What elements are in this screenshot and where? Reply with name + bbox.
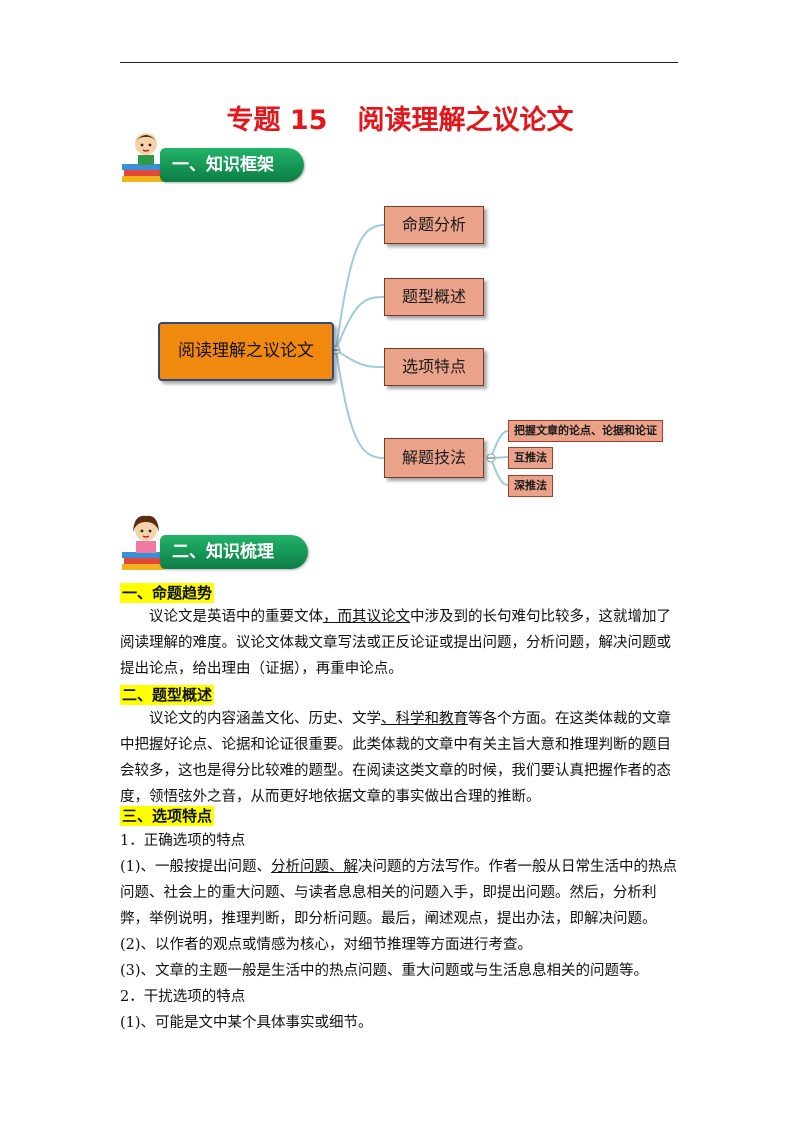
section-banner-review: 二、知识梳理	[160, 535, 308, 569]
s1-text-a: 议论文是英语中的重要文体	[149, 609, 323, 625]
s3-line-3: (2)、以作者的观点或情感为核心，对细节推理等方面进行考查。	[120, 937, 533, 953]
reading-girl-icon	[122, 515, 164, 570]
page-title: 专题 15 阅读理解之议论文	[0, 98, 800, 137]
mindmap-root-node: 阅读理解之议论文	[158, 322, 334, 381]
section-heading-1: 一、命题趋势	[120, 583, 215, 603]
section-banner-framework: 一、知识框架	[160, 148, 304, 182]
title-part1: 专题 15	[226, 105, 328, 136]
mindmap-leaf-1: 把握文章的论点、论据和论证	[508, 420, 663, 442]
mindmap-branch-3: 选项特点	[384, 348, 484, 386]
s2-text-b: 等各个方面。在这类体裁的文章中把握好论点、论据和论证很重要。此类体裁的文章中有关…	[120, 711, 671, 805]
s1-text-b: 中涉及到的长句难句比较多，这就增加了阅读理解的难度。议论文体裁文章写法或正反论证…	[120, 609, 671, 677]
reading-kid-icon	[122, 133, 164, 182]
title-part2: 阅读理解之议论文	[357, 105, 574, 136]
s2-text-underlined: 、科学和教育	[381, 711, 468, 727]
s3-line-1: 1．正确选项的特点	[120, 833, 246, 849]
mindmap-branch-2: 题型概述	[384, 278, 484, 316]
header-rule	[120, 62, 678, 63]
mindmap-leaf-3: 深推法	[508, 475, 553, 497]
s3-text-underlined: 分析问题、解	[271, 859, 359, 875]
section-1-paragraph: 议论文是英语中的重要文体，而其议论文中涉及到的长句难句比较多，这就增加了阅读理解…	[120, 604, 682, 682]
mindmap-connectors	[331, 224, 509, 486]
section-heading-2: 二、题型概述	[120, 685, 215, 705]
s2-text-a: 议论文的内容涵盖文化、历史、文学	[149, 711, 381, 727]
mindmap-branch-1: 命题分析	[384, 206, 484, 244]
mindmap-branch-4: 解题技法	[384, 438, 484, 478]
s3-paragraph-1: (1)、一般按提出问题、分析问题、解决问题的方法写作。作者一般从日常生活中的热点…	[120, 854, 682, 932]
s3-text-b: 决问题的方法写作。作者一般从日常生活中的热点问题、社会上的重大问题、与读者息息相…	[120, 859, 678, 927]
s3-line-4: (3)、文章的主题一般是生活中的热点问题、重大问题或与生活息息相关的问题等。	[120, 963, 649, 979]
section-heading-3: 三、选项特点	[120, 806, 215, 826]
section-2-paragraph: 议论文的内容涵盖文化、历史、文学、科学和教育等各个方面。在这类体裁的文章中把握好…	[120, 706, 682, 810]
s3-line-5: 2．干扰选项的特点	[120, 989, 246, 1005]
s1-text-underlined: ，而其议论文	[323, 609, 410, 625]
s3-text-a: (1)、一般按提出问题、	[120, 859, 272, 875]
s3-line-6: (1)、可能是文中某个具体事实或细节。	[120, 1015, 373, 1031]
mindmap-leaf-2: 互推法	[508, 447, 553, 469]
